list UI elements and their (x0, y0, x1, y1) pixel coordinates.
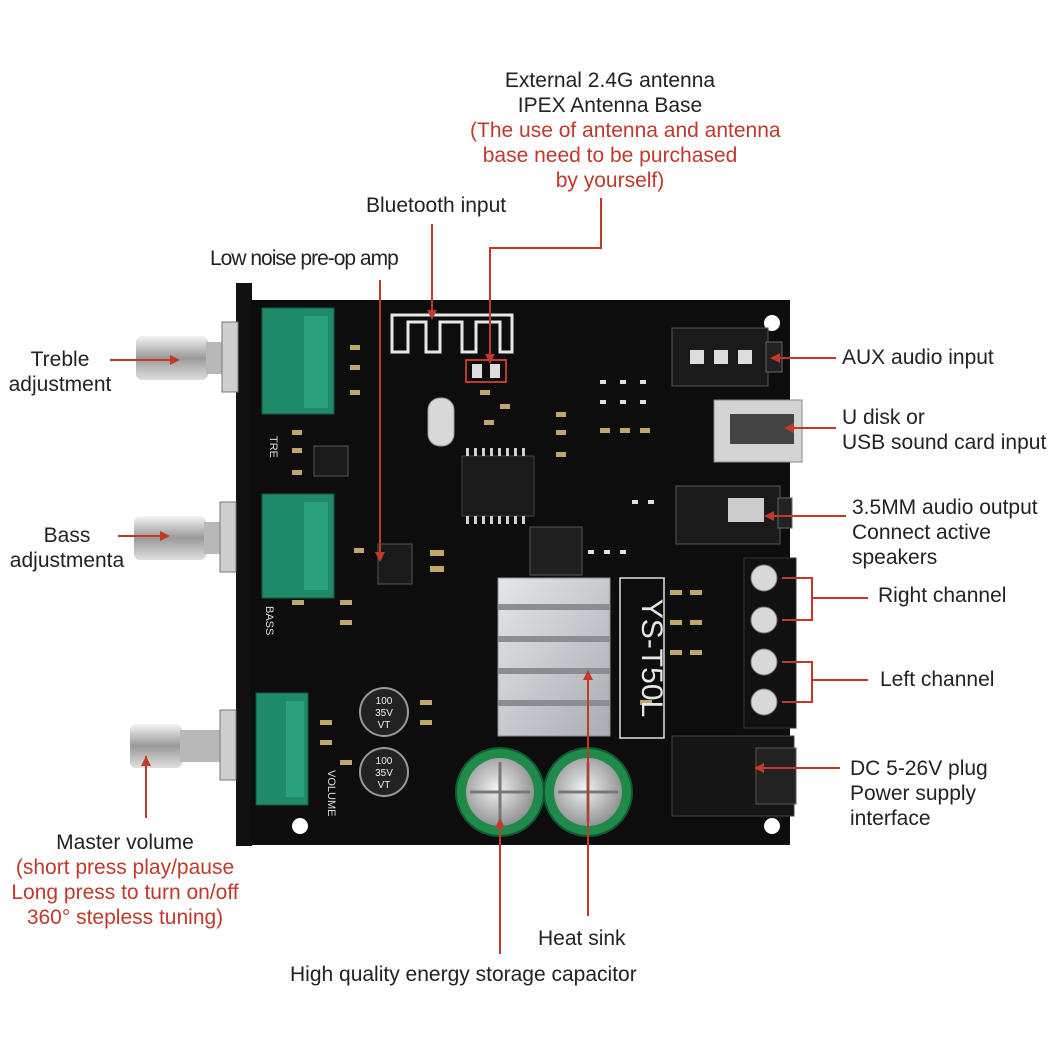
master-volume-label: Master volume (short press play/pause Lo… (0, 830, 250, 930)
udisk-label-line2: USB sound card input (842, 431, 1047, 454)
large-capacitor-left (455, 747, 545, 837)
bluetooth-chip (461, 455, 535, 517)
antenna-note-line2: base need to be purchased (482, 144, 738, 167)
cap-bottom-code: VT (378, 780, 391, 791)
bass-label-line1: Bass (43, 524, 91, 547)
cap-top-code: VT (378, 720, 391, 731)
small-capacitor-top (359, 687, 409, 737)
ipex-antenna-base (465, 359, 507, 383)
audio-output-label: 3.5MM audio output Connect active speake… (852, 495, 1038, 570)
dc-power-jack (671, 735, 797, 817)
antenna-note-line3: by yourself) (555, 169, 665, 192)
master-volume-note-line1: (short press play/pause (15, 856, 235, 879)
speaker-terminal-block (743, 557, 797, 729)
bass-label-line2: adjustmenta (9, 549, 125, 572)
udisk-label-line1: U disk or (842, 406, 925, 429)
bass-marking: BASS (263, 606, 275, 635)
cap-top-value: 100 (376, 696, 393, 707)
dc-plug-label-line1: DC 5-26V plug (850, 757, 988, 780)
usb-port (713, 399, 803, 463)
leader-lines (110, 198, 868, 954)
dc-plug-label-line2: Power supply (850, 782, 977, 805)
antenna-label: External 2.4G antenna IPEX Antenna Base … (470, 68, 781, 193)
treble-potentiometer (261, 307, 335, 415)
bluetooth-input-label: Bluetooth input (366, 194, 507, 217)
bass-knob (134, 501, 237, 573)
treble-label-line1: Treble (30, 348, 90, 371)
audio-output-label-line3: speakers (852, 546, 938, 569)
aux-jack (671, 327, 783, 387)
master-volume-note-line3: 360° stepless tuning) (26, 906, 224, 929)
master-volume-label-line1: Master volume (56, 831, 194, 854)
heat-sink-label: Heat sink (538, 927, 626, 950)
cap-bottom-value: 100 (376, 756, 393, 767)
audio-output-label-line2: Connect active (852, 521, 991, 544)
dc-plug-label-line3: interface (850, 807, 931, 830)
dc-plug-label: DC 5-26V plug Power supply interface (850, 756, 988, 831)
tre-marking: TRE (267, 436, 279, 458)
antenna-label-line1: External 2.4G antenna (504, 69, 716, 92)
antenna-note-line1: (The use of antenna and antenna (470, 119, 781, 142)
aux-input-label: AUX audio input (842, 346, 994, 369)
volume-marking: VOLUME (325, 770, 337, 816)
cap-top-voltage: 35V (375, 708, 393, 719)
antenna-label-line2: IPEX Antenna Base (517, 94, 703, 117)
front-panel-bracket (236, 283, 252, 846)
bass-potentiometer (261, 493, 335, 599)
volume-knob (130, 709, 237, 781)
udisk-label: U disk or USB sound card input (842, 405, 1046, 455)
preamp-label: Low noise pre-op amp (210, 247, 399, 270)
bluetooth-antenna-trace (390, 313, 514, 354)
treble-label: Treble adjustment (0, 347, 120, 397)
model-marking: YS-T50L (635, 599, 668, 717)
preamp-chip (377, 543, 413, 585)
crystal-oscillator (427, 397, 455, 447)
master-volume-note-line2: Long press to turn on/off (11, 881, 239, 904)
audio-output-label-line1: 3.5MM audio output (852, 496, 1038, 519)
left-channel-label: Left channel (880, 668, 995, 691)
right-channel-label: Right channel (878, 584, 1007, 607)
heat-sink (497, 577, 611, 737)
cap-bottom-voltage: 35V (375, 768, 393, 779)
treble-knob (136, 321, 239, 393)
audio-output-jack (675, 485, 793, 545)
bass-label: Bass adjustmenta (0, 523, 134, 573)
treble-label-line2: adjustment (8, 373, 112, 396)
voltage-regulator (529, 526, 583, 576)
capacitor-label: High quality energy storage capacitor (290, 963, 637, 986)
volume-potentiometer (255, 692, 309, 806)
small-capacitor-bottom (359, 747, 409, 797)
